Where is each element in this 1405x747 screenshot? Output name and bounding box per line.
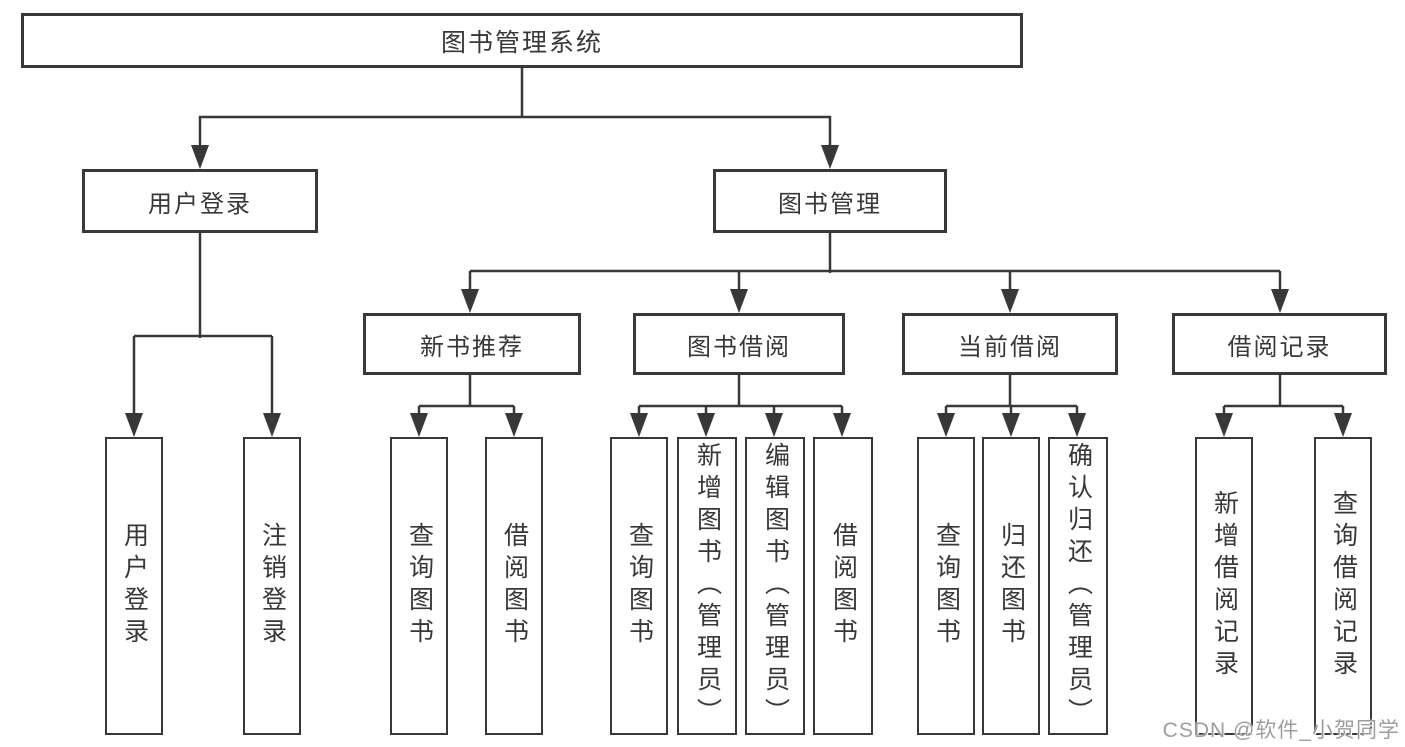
leaf-query-book: 查询图书 [390, 437, 448, 735]
node-user-login: 用户登录 [82, 169, 318, 233]
leaf-query-borrow-record: 查询借阅记录 [1314, 437, 1372, 735]
arrowheads [125, 145, 1352, 437]
leaf-user-login: 用户登录 [105, 437, 163, 735]
node-new-book-recommend: 新书推荐 [363, 313, 581, 375]
leaf-confirm-return-admin: 确认归还（管理员） [1048, 437, 1108, 735]
csdn-watermark: CSDN @软件_小贺同学 [1162, 719, 1400, 742]
leaf-query-book: 查询图书 [610, 437, 668, 735]
leaf-borrow-book: 借阅图书 [813, 437, 873, 735]
leaf-add-book-admin: 新增图书（管理员） [677, 437, 737, 735]
node-root-library-system: 图书管理系统 [21, 13, 1023, 68]
leaf-query-book: 查询图书 [917, 437, 975, 735]
leaf-add-borrow-record: 新增借阅记录 [1195, 437, 1253, 735]
leaf-borrow-book: 借阅图书 [485, 437, 543, 735]
node-borrowing-records: 借阅记录 [1172, 313, 1387, 375]
leaf-return-book: 归还图书 [982, 437, 1040, 735]
node-book-borrowing: 图书借阅 [633, 313, 845, 375]
leaf-logout: 注销登录 [243, 437, 301, 735]
leaf-edit-book-admin: 编辑图书（管理员） [745, 437, 805, 735]
node-current-borrowing: 当前借阅 [902, 313, 1118, 375]
node-book-management: 图书管理 [713, 169, 947, 233]
